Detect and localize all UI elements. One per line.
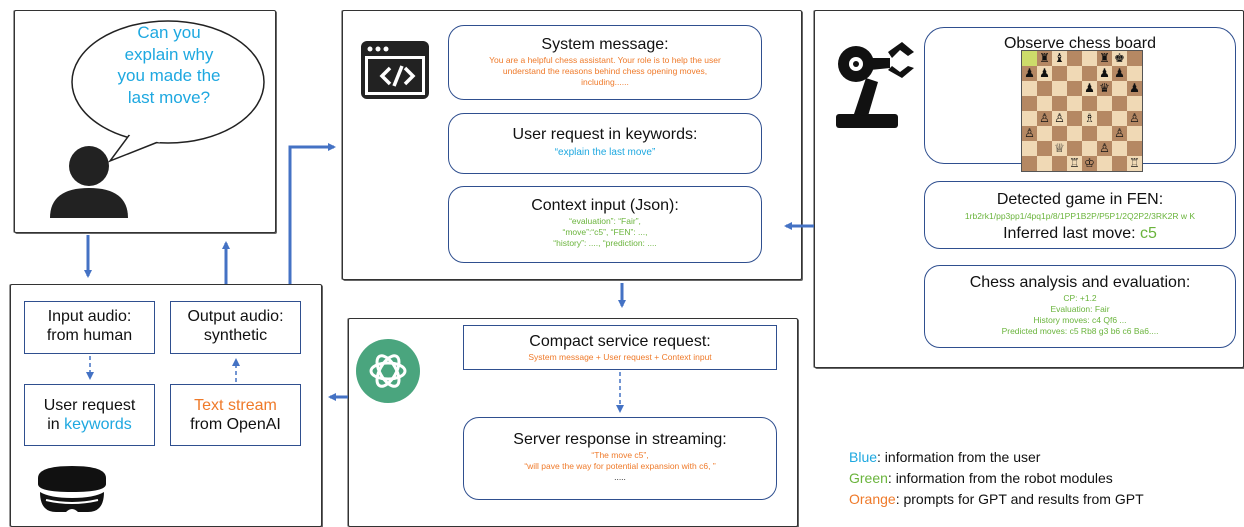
arrow-audio-to-prompt	[288, 143, 336, 284]
board-square	[1022, 141, 1037, 156]
board-square	[1082, 66, 1097, 81]
board-square: ♟	[1082, 81, 1097, 96]
board-square: ♖	[1127, 156, 1142, 171]
board-square: ♟	[1127, 81, 1142, 96]
board-square: ♙	[1112, 126, 1127, 141]
user-request-box: User request in keywords	[24, 384, 155, 446]
board-square: ♙	[1052, 111, 1067, 126]
robot-arm-icon	[836, 42, 914, 128]
board-square: ♗	[1082, 111, 1097, 126]
system-message-box: System message: You are a helpful chess …	[448, 25, 762, 100]
board-square	[1067, 66, 1082, 81]
openai-icon	[356, 339, 420, 403]
board-square	[1082, 141, 1097, 156]
board-square	[1112, 81, 1127, 96]
board-square	[1112, 156, 1127, 171]
board-square: ♙	[1022, 126, 1037, 141]
output-audio-box: Output audio:synthetic	[170, 301, 301, 354]
board-square	[1067, 96, 1082, 111]
fen-box: Detected game in FEN: 1rb2rk1/pp3pp1/4pq…	[924, 181, 1236, 249]
board-square	[1022, 51, 1037, 66]
legend-blue: Blue: information from the user	[849, 449, 1041, 465]
legend-green: Green: information from the robot module…	[849, 470, 1113, 486]
board-square	[1067, 126, 1082, 141]
board-square: ♕	[1052, 141, 1067, 156]
board-square: ♖	[1067, 156, 1082, 171]
user-request-keywords-box: User request in keywords: “explain the l…	[448, 113, 762, 174]
board-square	[1067, 81, 1082, 96]
board-square	[1052, 66, 1067, 81]
board-square	[1052, 81, 1067, 96]
legend-orange: Orange: prompts for GPT and results from…	[849, 491, 1144, 507]
board-square: ♔	[1082, 156, 1097, 171]
board-square	[1067, 51, 1082, 66]
board-square	[1022, 111, 1037, 126]
board-square: ♙	[1037, 111, 1052, 126]
board-square	[1037, 156, 1052, 171]
board-square	[1022, 156, 1037, 171]
context-input-box: Context input (Json): “evaluation”: “Fai…	[448, 186, 762, 263]
input-audio-box: Input audio:from human	[24, 301, 155, 354]
legend: Blue: information from the user Green: i…	[849, 447, 1144, 510]
speech-bubble	[71, 20, 265, 163]
board-square	[1127, 66, 1142, 81]
compact-request-box: Compact service request: System message …	[463, 325, 777, 370]
board-square	[1037, 96, 1052, 111]
board-square: ♜	[1097, 51, 1112, 66]
board-square	[1037, 126, 1052, 141]
board-square	[1082, 96, 1097, 111]
board-square	[1082, 126, 1097, 141]
board-square: ♙	[1127, 111, 1142, 126]
board-square	[1037, 141, 1052, 156]
code-window-icon	[361, 41, 429, 99]
server-response-box: Server response in streaming: “The move …	[463, 417, 777, 500]
board-square	[1127, 51, 1142, 66]
board-square	[1067, 141, 1082, 156]
board-square	[1067, 111, 1082, 126]
board-square	[1052, 96, 1067, 111]
board-square: ♟	[1112, 66, 1127, 81]
board-square	[1097, 126, 1112, 141]
board-square: ♚	[1112, 51, 1127, 66]
board-square: ♟	[1022, 66, 1037, 81]
board-square	[1052, 126, 1067, 141]
board-square	[1112, 111, 1127, 126]
board-square	[1097, 96, 1112, 111]
board-square: ♙	[1097, 141, 1112, 156]
board-square	[1127, 141, 1142, 156]
board-square: ♝	[1052, 51, 1067, 66]
board-square: ♛	[1097, 81, 1112, 96]
board-square	[1127, 96, 1142, 111]
board-square	[1097, 156, 1112, 171]
board-square	[1022, 96, 1037, 111]
board-square	[1037, 81, 1052, 96]
headset-icon	[38, 466, 106, 512]
board-square: ♟	[1037, 66, 1052, 81]
board-square	[1112, 141, 1127, 156]
board-square: ♜	[1037, 51, 1052, 66]
board-square	[1082, 51, 1097, 66]
chess-board: ♜♝♜♚♟♟♟♟♟♛♟♙♙♗♙♙♙♕♙♖♔♖	[1021, 50, 1143, 172]
board-square	[1022, 81, 1037, 96]
user-icon	[50, 146, 128, 218]
board-square	[1127, 126, 1142, 141]
board-square: ♟	[1097, 66, 1112, 81]
board-square	[1112, 96, 1127, 111]
board-square	[1052, 156, 1067, 171]
board-square	[1097, 111, 1112, 126]
